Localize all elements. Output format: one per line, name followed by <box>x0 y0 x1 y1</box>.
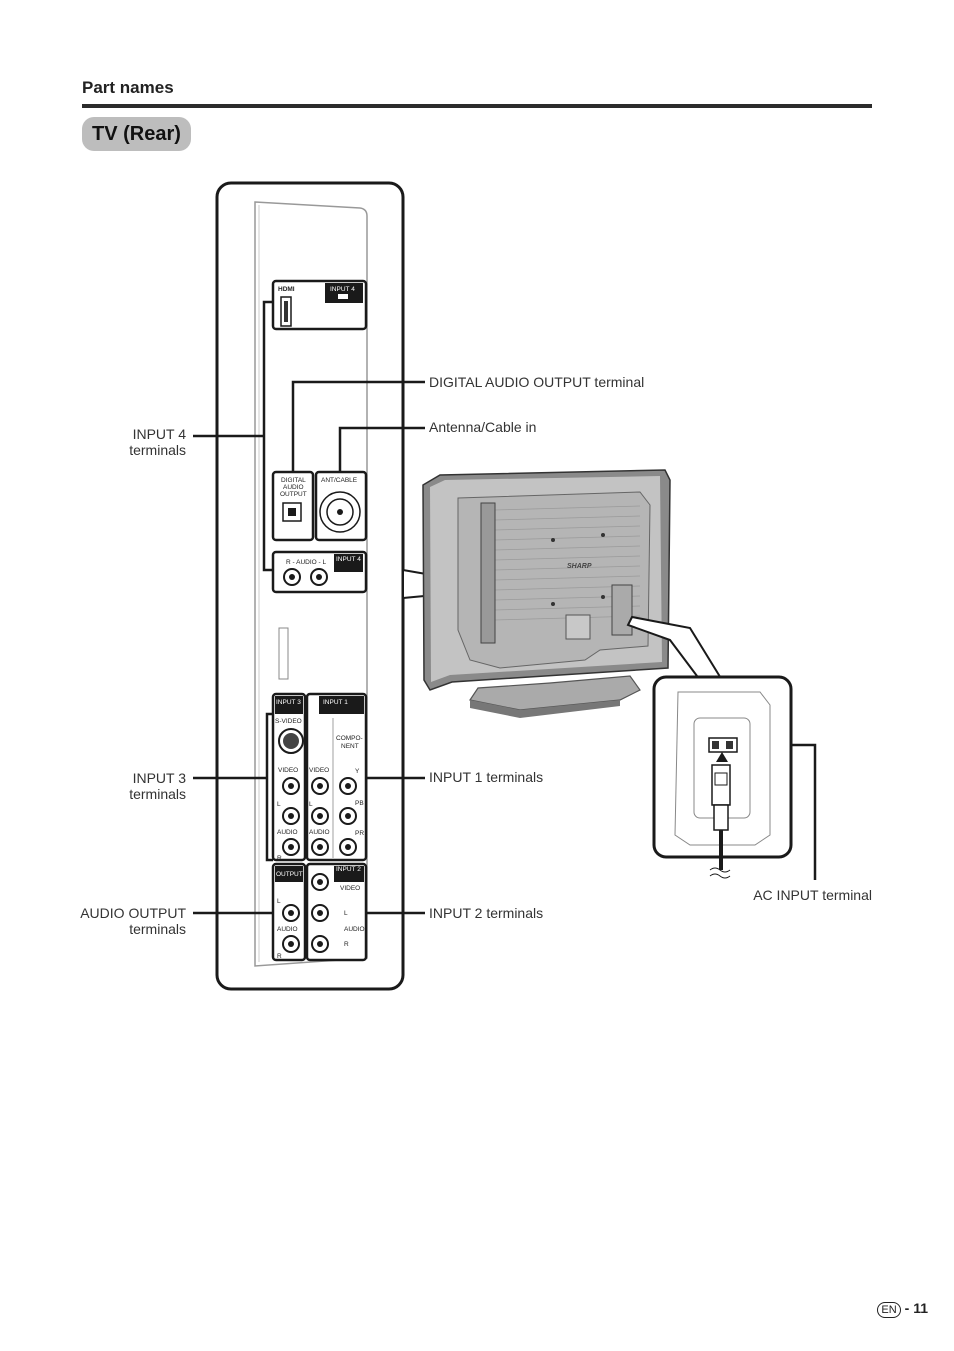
tv-rear-illustration: SHARP <box>422 469 671 718</box>
digital-audio-output-callout: DIGITAL AUDIO OUTPUT terminal <box>429 374 644 390</box>
input3-callout-line2: terminals <box>129 786 186 802</box>
leader-lines <box>193 300 817 915</box>
output-r-label: R <box>277 953 282 960</box>
audio-output-callout-line2: terminals <box>129 921 186 937</box>
input3-audio-label: AUDIO <box>277 829 298 836</box>
pr-label: PR <box>355 830 364 837</box>
input2-group: INPUT 2 VIDEO L AUDIO R <box>305 862 368 962</box>
output-audio-label: AUDIO <box>277 926 298 933</box>
r-audio-l-label: R - AUDIO - L <box>286 559 326 566</box>
callout-labels: DIGITAL AUDIO OUTPUT terminal Antenna/Ca… <box>80 374 872 937</box>
input3-tag: INPUT 3 <box>276 699 301 706</box>
s-video-label: S-VIDEO <box>275 718 302 725</box>
input1-tag: INPUT 1 <box>323 699 348 706</box>
input4-audio-group: R - AUDIO - L INPUT 4 <box>271 550 368 594</box>
input1-audio-label: AUDIO <box>309 829 330 836</box>
pb-label: PB <box>355 800 364 807</box>
section-title: Part names <box>82 78 174 97</box>
input1-group: INPUT 1 COMPO- NENT VIDEO Y PB L AUDIO P… <box>305 692 368 862</box>
ant-cable-label: ANT/CABLE <box>321 477 358 484</box>
output-label: OUTPUT <box>280 491 307 498</box>
input3-r-label: R <box>277 855 282 862</box>
component-label-1: COMPO- <box>336 735 363 742</box>
ac-input-zoom <box>652 675 793 879</box>
language-badge: EN <box>877 1302 901 1318</box>
brand-logo: SHARP <box>567 563 592 570</box>
component-label-2: NENT <box>341 743 359 750</box>
output-tag: OUTPUT <box>276 871 303 878</box>
input1-callout: INPUT 1 terminals <box>429 769 543 785</box>
title-rule <box>82 104 872 108</box>
input3-l-label: L <box>277 801 281 808</box>
page-footer: EN- 11 <box>877 1300 928 1318</box>
input2-video-label: VIDEO <box>340 885 360 892</box>
input1-video-label: VIDEO <box>309 767 329 774</box>
hdmi-label: HDMI <box>278 286 295 293</box>
digital-label: DIGITAL <box>281 477 306 484</box>
input3-video-label: VIDEO <box>278 767 298 774</box>
input2-l-label: L <box>344 910 348 917</box>
input4-tag: INPUT 4 <box>330 286 355 293</box>
terminal-strip: HDMI INPUT 4 DIGITAL AUDIO OUTPUT ANT/CA… <box>215 181 405 991</box>
page-number: - 11 <box>904 1300 928 1316</box>
digital-audio-output-group: DIGITAL AUDIO OUTPUT <box>271 470 315 542</box>
input2-audio-label: AUDIO <box>344 926 365 933</box>
antenna-callout: Antenna/Cable in <box>429 419 536 435</box>
input2-callout: INPUT 2 terminals <box>429 905 543 921</box>
y-label: Y <box>355 768 360 775</box>
input4-callout-line2: terminals <box>129 442 186 458</box>
input2-r-label: R <box>344 941 349 948</box>
input3-group: INPUT 3 S-VIDEO VIDEO L AUDIO R <box>271 692 307 862</box>
antenna-group: ANT/CABLE <box>314 470 368 542</box>
subsection-title: TV (Rear) <box>82 117 191 151</box>
input4-audio-tag: INPUT 4 <box>336 556 361 563</box>
audio-output-callout-line1: AUDIO OUTPUT <box>80 905 186 921</box>
hdmi-input4-group: HDMI INPUT 4 <box>271 279 368 331</box>
output-l-label: L <box>277 898 281 905</box>
audio-output-group: OUTPUT L AUDIO R <box>271 862 307 962</box>
audio-label: AUDIO <box>283 484 304 491</box>
input4-callout-line1: INPUT 4 <box>133 426 187 442</box>
ac-input-callout: AC INPUT terminal <box>753 887 872 903</box>
input1-l-label: L <box>309 801 313 808</box>
input3-callout-line1: INPUT 3 <box>133 770 187 786</box>
input2-tag: INPUT 2 <box>336 866 361 873</box>
